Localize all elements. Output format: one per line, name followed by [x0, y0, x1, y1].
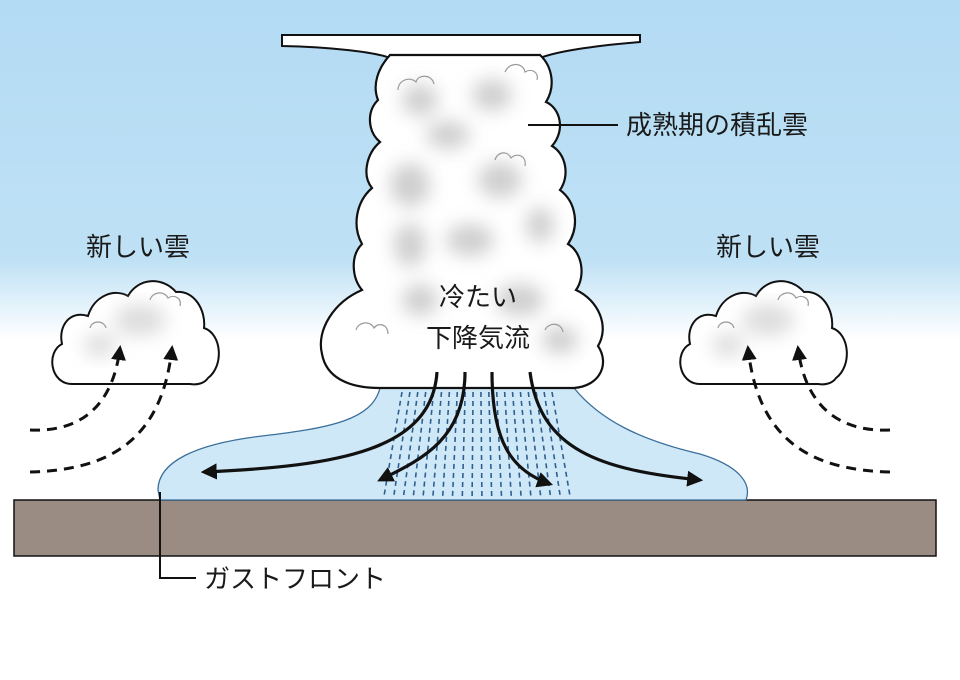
new-cloud-right-shading — [712, 304, 794, 357]
new-cloud-left-arcs — [89, 292, 181, 329]
outflow-arrow-far-right — [528, 371, 704, 487]
updraft-arrow-left-2 — [29, 345, 179, 474]
label-new-cloud-right: 新しい雲 — [716, 233, 820, 263]
updraft-arrows-right — [741, 345, 891, 474]
updraft-arrows-left — [29, 345, 179, 474]
new-cloud-left-shading — [84, 304, 166, 357]
label-downdraft-line2: 下降気流 — [426, 324, 530, 354]
outflow-arrow-far-left — [200, 371, 439, 480]
outflow-arrow-left-tail — [200, 463, 218, 480]
label-mature-cloud: 成熟期の積乱雲 — [626, 111, 808, 141]
cold-pool-outflow — [157, 387, 748, 501]
new-cloud-right-arcs — [717, 292, 809, 329]
label-downdraft-line1: 冷たい — [439, 283, 517, 313]
gust-front-leader — [159, 492, 196, 579]
label-gust-front: ガストフロント — [204, 565, 386, 595]
outflow-arrow-right — [490, 371, 554, 488]
outflow-arrow-left — [377, 371, 467, 482]
updraft-arrow-right-1 — [741, 345, 891, 474]
downdraft-arrows — [200, 371, 704, 488]
cloud-detail-arcs — [355, 63, 564, 335]
label-new-cloud-left: 新しい雲 — [86, 233, 190, 263]
cloud-shading — [390, 79, 578, 354]
ground — [13, 499, 937, 557]
